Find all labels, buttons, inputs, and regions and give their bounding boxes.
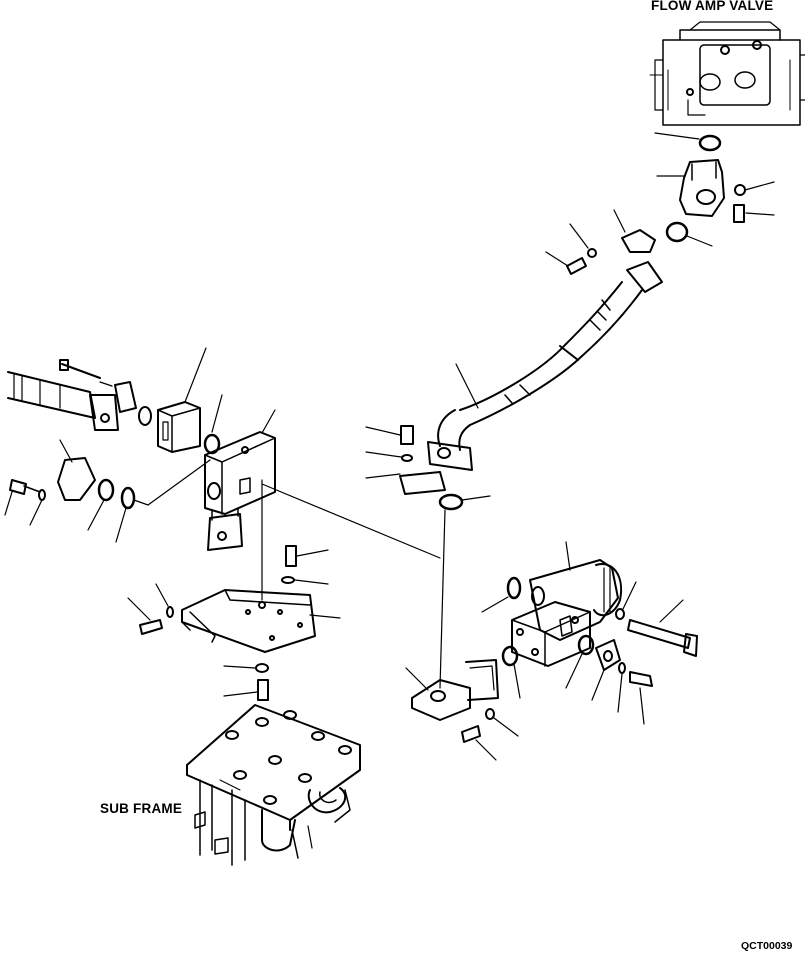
- sub-frame: [187, 705, 360, 865]
- sub-frame-label: SUB FRAME: [100, 801, 183, 816]
- pump-right: [482, 542, 621, 666]
- leader-lines-left: [72, 368, 112, 386]
- flow-amp-valve-label: FLOW AMP VALVE: [651, 0, 774, 13]
- bracket: [128, 546, 340, 700]
- o-ring-top: [655, 133, 720, 150]
- split-flange-upper: [546, 210, 655, 274]
- drawing-code-label: QCT00039: [741, 940, 793, 952]
- split-flange-left: [5, 440, 210, 542]
- valve-block-center: [205, 410, 440, 600]
- flow-amp-valve: [650, 22, 805, 125]
- flow-block-left: [158, 348, 222, 453]
- hose-fittings: [366, 426, 490, 509]
- hose-end-left: [8, 360, 151, 430]
- hose-assembly: [428, 262, 662, 470]
- fittings-right: [503, 582, 697, 724]
- o-ring-mid: [667, 223, 712, 246]
- flange-lower-center: [406, 510, 518, 760]
- flange-top: [657, 160, 774, 222]
